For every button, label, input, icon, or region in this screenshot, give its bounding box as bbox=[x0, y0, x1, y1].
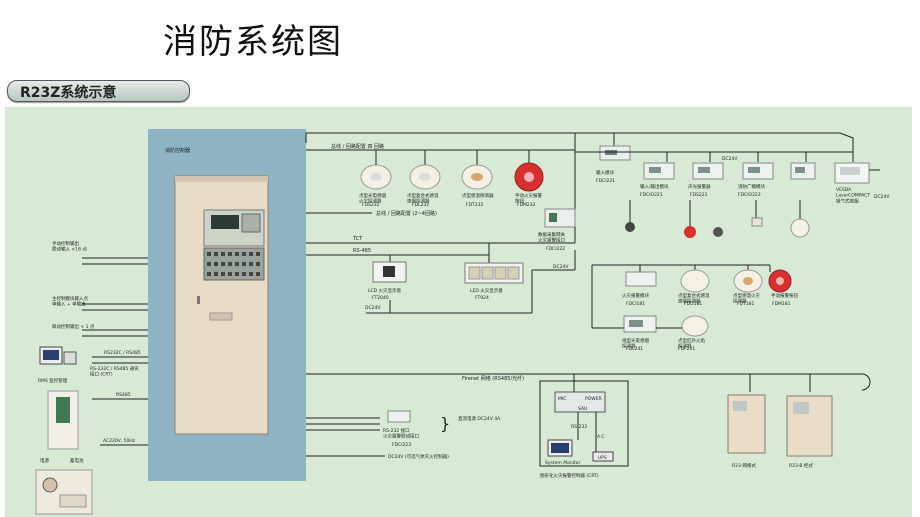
left-item-3: RS232C / RS485 bbox=[104, 350, 141, 356]
detector-bottom-0-label: 火灾报警模块 bbox=[622, 292, 649, 299]
sm-ac: A.C bbox=[597, 434, 605, 440]
power-module-icon bbox=[387, 410, 411, 423]
ups-box bbox=[592, 451, 614, 462]
bus-top-label: 总线 / 回路配置 四 回路 bbox=[331, 143, 384, 150]
left-item-6: RS485 bbox=[116, 392, 131, 398]
module-top-2-model: FDS221 bbox=[690, 192, 708, 198]
sm-sau: SAU bbox=[578, 406, 587, 412]
detector-top-2-label: 点型感温探测器 bbox=[462, 192, 494, 199]
top-detectors bbox=[360, 162, 544, 192]
flame-detector-icon bbox=[681, 315, 709, 337]
detector-top-1-label: 点型复合式感温感烟探测器 bbox=[407, 192, 439, 205]
input-device-icon bbox=[625, 222, 635, 232]
detector-bottom-2-model: FDT181 bbox=[737, 301, 755, 307]
detector-top-3-label: 手动火灾报警按钮 bbox=[515, 192, 542, 205]
module-top-1-label: 输入/输出模块 bbox=[640, 183, 669, 190]
display-1-label: LED 火灾显示盘 bbox=[470, 287, 503, 294]
detector-top-0-model: FDS232 bbox=[362, 202, 380, 208]
alarm-bell-icon bbox=[684, 226, 696, 238]
detector-bottom-4-model: FDL241 bbox=[626, 346, 643, 352]
left-item-1: 主控制模块输入点单输入 + 单输出 bbox=[52, 295, 88, 308]
left-item-0: 手动控制输出联动输入 ×16 点 bbox=[52, 240, 87, 253]
module-top-0-label: 输入模块 bbox=[596, 169, 614, 176]
detector-bottom-3-model: FDM181 bbox=[772, 301, 791, 307]
top-module-row bbox=[643, 162, 870, 184]
gateway-label: 数据采集网关火灾报警接口 bbox=[538, 231, 565, 244]
bus-mid-label: 总线 / 回路配置 (2~4回路) bbox=[376, 210, 437, 217]
detector-top-0-label: 点型光电感烟火灾探测器 bbox=[359, 192, 386, 205]
left-bottom-0: 电源 bbox=[40, 457, 49, 464]
detector-bottom-0-model: FDCI181 bbox=[626, 301, 645, 307]
cabinet-screen bbox=[211, 215, 239, 229]
subtitle-pill: R23Z系统示意 bbox=[7, 80, 190, 102]
dc24v-gw-label: DC24V bbox=[553, 264, 569, 270]
left-item-7: AC220V, 50Hz bbox=[103, 438, 136, 444]
left-bottom-1: 蓄电池 bbox=[70, 457, 84, 464]
brace-icon: } bbox=[440, 414, 450, 433]
module-top-3-model: FDCIO223 bbox=[738, 192, 761, 198]
aspirating-head-icon bbox=[790, 218, 810, 238]
dc24v-top-label: DC24V bbox=[722, 156, 738, 162]
multi-detector-icon bbox=[680, 269, 710, 293]
page-title: 消防系统图 bbox=[163, 22, 343, 62]
subtitle-text: R23Z系统示意 bbox=[20, 85, 117, 101]
detector-bottom-4-label: 线型光束感烟探测器 bbox=[622, 337, 649, 350]
left-item-5: RMS 监控管理 bbox=[38, 377, 68, 384]
system-monitor-box bbox=[539, 380, 629, 467]
power-label: 直流电源 DC24V 4A bbox=[458, 415, 501, 422]
power-module-model: FDCI223 bbox=[392, 442, 411, 448]
rs485-label: RS-485 bbox=[353, 248, 371, 254]
panel-label: 消防控制器 bbox=[165, 147, 190, 154]
speaker-icon bbox=[751, 217, 763, 227]
sm-caption: 图形化火灾报警控制器 (CRT) bbox=[540, 472, 599, 479]
detector-bottom-1-label: 点型复合式感温感烟探测器 bbox=[678, 292, 710, 305]
sm-title: System Monitor bbox=[545, 460, 580, 466]
display-0-label: LCD 火灾显示盘 bbox=[368, 287, 402, 294]
power-module-label: RS-232 接口火灾报警联动接口 bbox=[383, 427, 419, 440]
sm-ups: UPS bbox=[598, 455, 607, 461]
module-top-0-model: FDCI221 bbox=[596, 178, 615, 184]
left-item-2: 联动控制输出 + 1 点 bbox=[52, 323, 95, 330]
sm-rs232: RS-232 bbox=[571, 424, 587, 430]
module-top-1-model: FDCIO221 bbox=[640, 192, 663, 198]
detector-bottom-5-label: 点型红外火焰探测器 bbox=[678, 337, 705, 350]
detector-bottom-5-model: FDF241 bbox=[678, 346, 695, 352]
detector-bottom-3-label: 手动报警按钮 bbox=[771, 292, 798, 299]
dc24v-mid-label: DC24V bbox=[365, 305, 381, 311]
module-top-2-label: 声光报警器 bbox=[688, 183, 711, 190]
cabinet-1-label: R23-B 柜式 bbox=[789, 462, 813, 469]
sm-power: POWER bbox=[585, 396, 602, 402]
cabinet-0-label: R23-网络式 bbox=[732, 462, 756, 469]
module-top-3-label: 消防广播模块 bbox=[738, 183, 765, 190]
detector-top-3-model: FDM232 bbox=[517, 202, 536, 208]
dc24v-right-label: DC24V bbox=[874, 194, 890, 200]
fire-alarm-module-icon bbox=[625, 271, 657, 287]
detector-bottom-1-model: FDO181 bbox=[684, 301, 702, 307]
left-item-4: RS-232C / RS485 通讯接口 (CRT) bbox=[90, 365, 139, 378]
cabinet-indicator-panel bbox=[203, 247, 265, 281]
sm-mic: MIC bbox=[558, 396, 566, 402]
detector-top-1-model: FDL232 bbox=[412, 202, 429, 208]
detector-bottom-2-label: 点型感温火灾探测器 bbox=[733, 292, 760, 305]
dc-note: DC24V (可选气体灭火控制器) bbox=[388, 453, 449, 460]
strobe-icon bbox=[713, 227, 723, 237]
display-1-model: FT924 bbox=[475, 295, 489, 301]
display-0-model: FT2040 bbox=[372, 295, 389, 301]
network-label: Firenet 网络 (RS485/光纤) bbox=[462, 375, 524, 382]
detector-top-2-model: FDT232 bbox=[466, 202, 484, 208]
tct-label: TCT bbox=[352, 236, 363, 242]
gateway-model: FDCI222 bbox=[546, 246, 565, 252]
